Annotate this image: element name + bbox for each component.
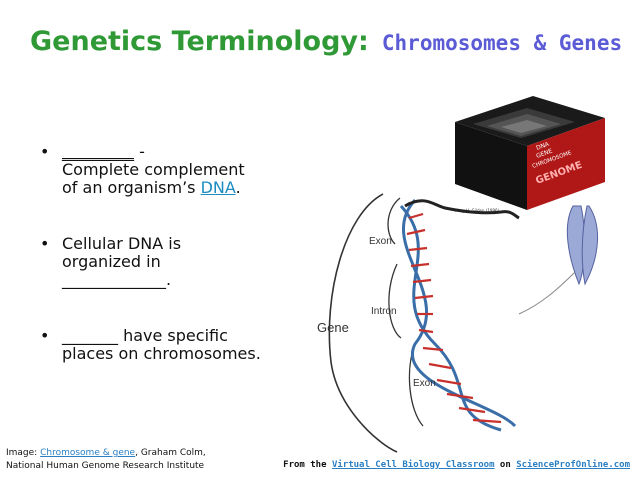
credit-text: Image: (6, 448, 41, 458)
bullet-text: Cellular DNA is (62, 234, 182, 253)
fill-in-blank: _______ (62, 326, 118, 345)
credit-text: National Human Genome Research Institute (6, 461, 205, 471)
bullet-genome: _________ - Complete complement of an or… (36, 143, 291, 197)
bullet-text: . (235, 178, 241, 197)
slide-title: Genetics Terminology: Chromosomes & Gene… (30, 26, 622, 57)
chromosome-gene-link[interactable]: Chromosome & gene (40, 448, 136, 458)
bullet-text: Complete complement (62, 160, 245, 179)
dna-link[interactable]: DNA (200, 178, 236, 197)
intron-bracket (388, 263, 402, 339)
exon-bracket (387, 197, 401, 245)
image-credit: Image: Chromosome & gene, Graham Colm, N… (6, 447, 206, 473)
source-text: on (494, 460, 517, 470)
dash: - (134, 142, 145, 161)
scienceprofonline-link[interactable]: ScienceProfOnline.com (516, 460, 630, 470)
bullet-text: . (166, 270, 172, 289)
source-credit: From the Virtual Cell Biology Classroom … (283, 460, 630, 470)
bullet-text: places on chromosomes. (62, 344, 261, 363)
virtual-cell-biology-link[interactable]: Virtual Cell Biology Classroom (331, 460, 495, 470)
bullet-text: organized in (62, 252, 161, 271)
credit-text: , Graham Colm, (135, 448, 206, 458)
bullet-text: have specific (118, 326, 228, 345)
fill-in-blank: _________ (62, 142, 134, 161)
title-subtitle: Chromosomes & Genes (381, 31, 623, 55)
bullet-list: _________ - Complete complement of an or… (36, 143, 291, 363)
bullet-text: of an organism’s (62, 178, 201, 197)
label-intron: Intron (371, 306, 397, 317)
genome-box-image: DNA GENE CHROMOSOME GENOME (455, 96, 605, 210)
bullet-chromosomes: Cellular DNA is organized in ___________… (36, 235, 291, 289)
title-main: Genetics Terminology: (30, 26, 369, 57)
label-gene: Gene (317, 320, 349, 335)
genome-illustration: DNA GENE CHROMOSOME GENOME Mary H. Gilde… (317, 96, 605, 453)
label-exon: Exon (413, 378, 436, 389)
fill-in-blank: _____________ (62, 270, 166, 289)
label-exon: Exon (369, 236, 392, 247)
box-label: DNA (535, 140, 551, 151)
dna-helix (399, 198, 520, 432)
gene-bracket (328, 193, 398, 453)
source-text: From the (283, 460, 332, 470)
chromosome-icon (566, 205, 598, 286)
bullet-genes: _______ have specific places on chromoso… (36, 327, 291, 363)
image-credit-small: Mary H. Gilden (1996) (455, 208, 500, 213)
